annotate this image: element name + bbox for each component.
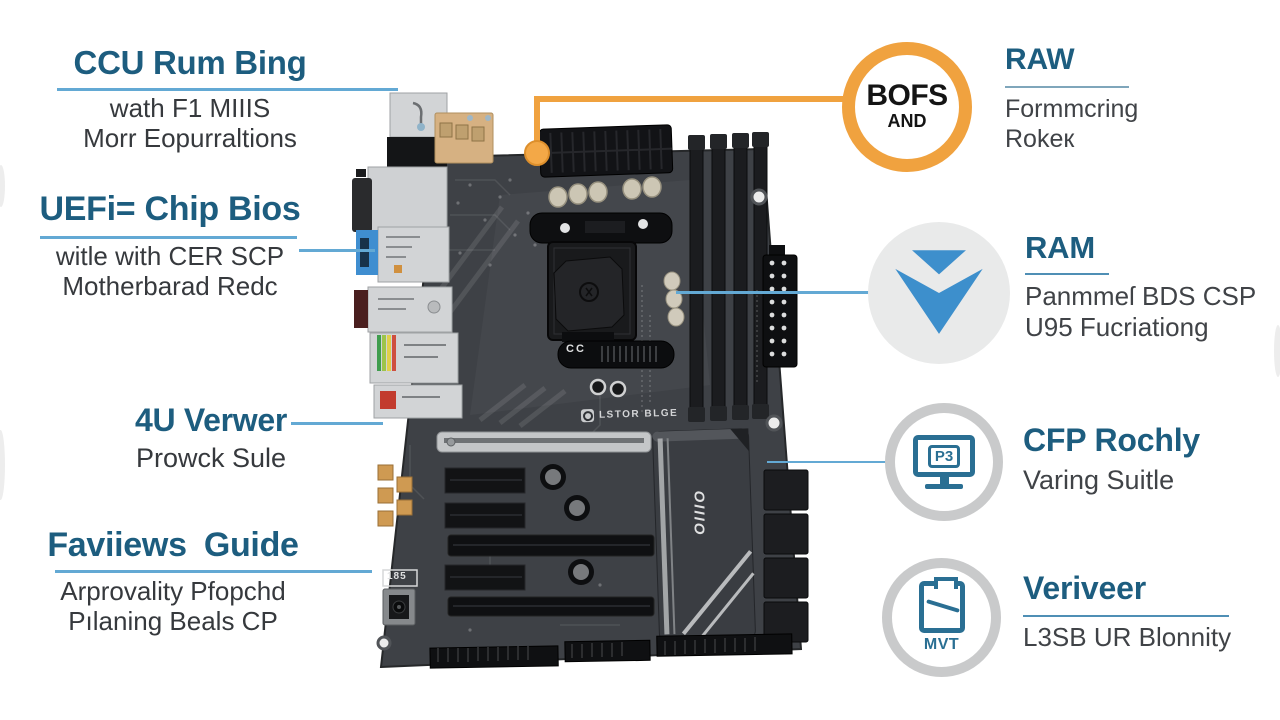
leader-line-cpu bbox=[57, 88, 398, 91]
label-line: Panmmeſ BDS CSP bbox=[1025, 280, 1257, 311]
label-group-cfp: CFP Rochly Varing Suitle bbox=[1023, 422, 1273, 496]
clipboard-pen-line bbox=[925, 599, 960, 613]
label-line: Arprovality Pfopchd bbox=[60, 575, 286, 606]
label-group-faviews: Faviiews Guide Arprovality Pfopchd Pılan… bbox=[28, 526, 318, 636]
clipboard-clip bbox=[933, 577, 958, 589]
usb-port-body bbox=[377, 226, 450, 283]
leader-line-verwer bbox=[291, 422, 383, 425]
orange-leader-vertical bbox=[534, 96, 540, 148]
clipboard-icon-text: MVT bbox=[923, 636, 960, 653]
silkscreen-cc-text: CC bbox=[566, 343, 586, 355]
round-capacitors bbox=[540, 464, 594, 585]
veriveer-icon-circle: MVT bbox=[882, 558, 1001, 677]
bottom-headers bbox=[429, 633, 793, 669]
retention-bracket bbox=[557, 340, 675, 398]
clipboard-icon bbox=[918, 577, 965, 633]
download-arrow-icon bbox=[895, 250, 983, 334]
atx-power-connector bbox=[538, 124, 674, 178]
label-group-veriveer: Veriveer L3SB UR Blonnity bbox=[1023, 570, 1273, 653]
motherboard-illustration bbox=[352, 92, 809, 669]
logo-circle-icon bbox=[580, 408, 595, 423]
orange-endpoint-dot bbox=[524, 140, 550, 166]
cfp-icon-circle: P3 bbox=[885, 403, 1003, 521]
label-group-raw: RAW Formmcring Rokeк bbox=[1005, 44, 1255, 154]
label-line: L3SB UR Blonnity bbox=[1023, 621, 1232, 652]
label-title: RAW bbox=[1005, 43, 1075, 76]
ram-icon-circle bbox=[868, 222, 1010, 364]
bofs-badge-line1: BOFS bbox=[866, 79, 948, 113]
leader-line-uefi bbox=[299, 249, 375, 252]
label-line: Formmcring bbox=[1005, 94, 1139, 123]
monitor-icon-text: P3 bbox=[927, 444, 961, 468]
edge-smudge bbox=[1274, 325, 1280, 377]
monitor-stand bbox=[939, 477, 949, 484]
vrm-capacitors bbox=[548, 176, 662, 208]
cpu-socket bbox=[547, 241, 637, 342]
edge-connector-blocks bbox=[763, 469, 809, 643]
silkscreen-185-box bbox=[382, 569, 418, 626]
label-line: U95 Fucriationg bbox=[1025, 311, 1209, 342]
top-edge-connectors bbox=[434, 112, 674, 244]
edge-smudge bbox=[0, 430, 5, 500]
label-group-ram: RAM Panmmeſ BDS CSP U95 Fucriationg bbox=[1025, 230, 1275, 343]
label-title: Faviiews Guide bbox=[47, 526, 299, 564]
board-logo-text: LSTOR BLGE bbox=[598, 407, 679, 421]
pcie-slots bbox=[444, 467, 655, 617]
board-logo: LSTOR BLGE bbox=[580, 407, 679, 423]
label-line: Prowck Sule bbox=[135, 442, 287, 473]
label-title: 4U Verwer bbox=[134, 402, 288, 438]
label-group-cpu: CCU Rum Bing wath F1 MIIIS Morr Eopurral… bbox=[40, 44, 340, 153]
chipset-heatsink bbox=[652, 428, 756, 642]
m2-rail bbox=[436, 431, 652, 453]
label-title: RAM bbox=[1025, 230, 1095, 265]
leader-line-ram bbox=[676, 291, 870, 294]
label-title: CCU Rum Bing bbox=[73, 44, 307, 81]
monitor-base bbox=[925, 484, 963, 489]
label-line: Motherbarad Redc bbox=[62, 270, 278, 301]
leader-line-faviews bbox=[55, 570, 372, 573]
bofs-badge: BOFS AND bbox=[842, 42, 972, 172]
label-line: wath F1 MIIIS bbox=[109, 92, 271, 123]
label-line: Morr Eopurraltions bbox=[83, 122, 297, 153]
socket-capacitors bbox=[663, 271, 685, 327]
monitor-icon: P3 bbox=[913, 435, 975, 477]
bofs-badge-line2: AND bbox=[887, 111, 927, 132]
dvi-port-icon bbox=[352, 178, 372, 232]
front-panel-header bbox=[762, 245, 798, 368]
edge-smudge bbox=[0, 165, 5, 207]
underline-uefi bbox=[40, 236, 297, 239]
underline-ram bbox=[1025, 272, 1109, 275]
orange-leader-horizontal bbox=[534, 96, 848, 102]
label-title: Veriveer bbox=[1023, 570, 1146, 606]
label-title: CFP Rochly bbox=[1023, 422, 1201, 458]
label-line: Rokeк bbox=[1005, 124, 1075, 153]
label-group-uefi: UEFi= Chip Bios witle with CER SCP Mothe… bbox=[25, 190, 315, 301]
underline-veriveer bbox=[1023, 614, 1229, 617]
label-line: Pılaning Beals CP bbox=[68, 605, 278, 636]
gold-pads bbox=[377, 464, 413, 527]
dvi-port-body bbox=[367, 166, 448, 238]
heatsink-logo-text: OIIIO bbox=[690, 490, 708, 537]
underline-raw bbox=[1005, 85, 1129, 88]
silkscreen-185-text: 185 bbox=[387, 571, 407, 582]
label-title: UEFi= Chip Bios bbox=[39, 190, 301, 228]
label-group-verwer: 4U Verwer Prowck Sule bbox=[91, 402, 331, 474]
label-line: witle with CER SCP bbox=[55, 240, 285, 271]
leader-line-cfp bbox=[767, 461, 887, 463]
cable-icon bbox=[412, 101, 423, 125]
label-line: Varing Suitle bbox=[1023, 464, 1175, 495]
